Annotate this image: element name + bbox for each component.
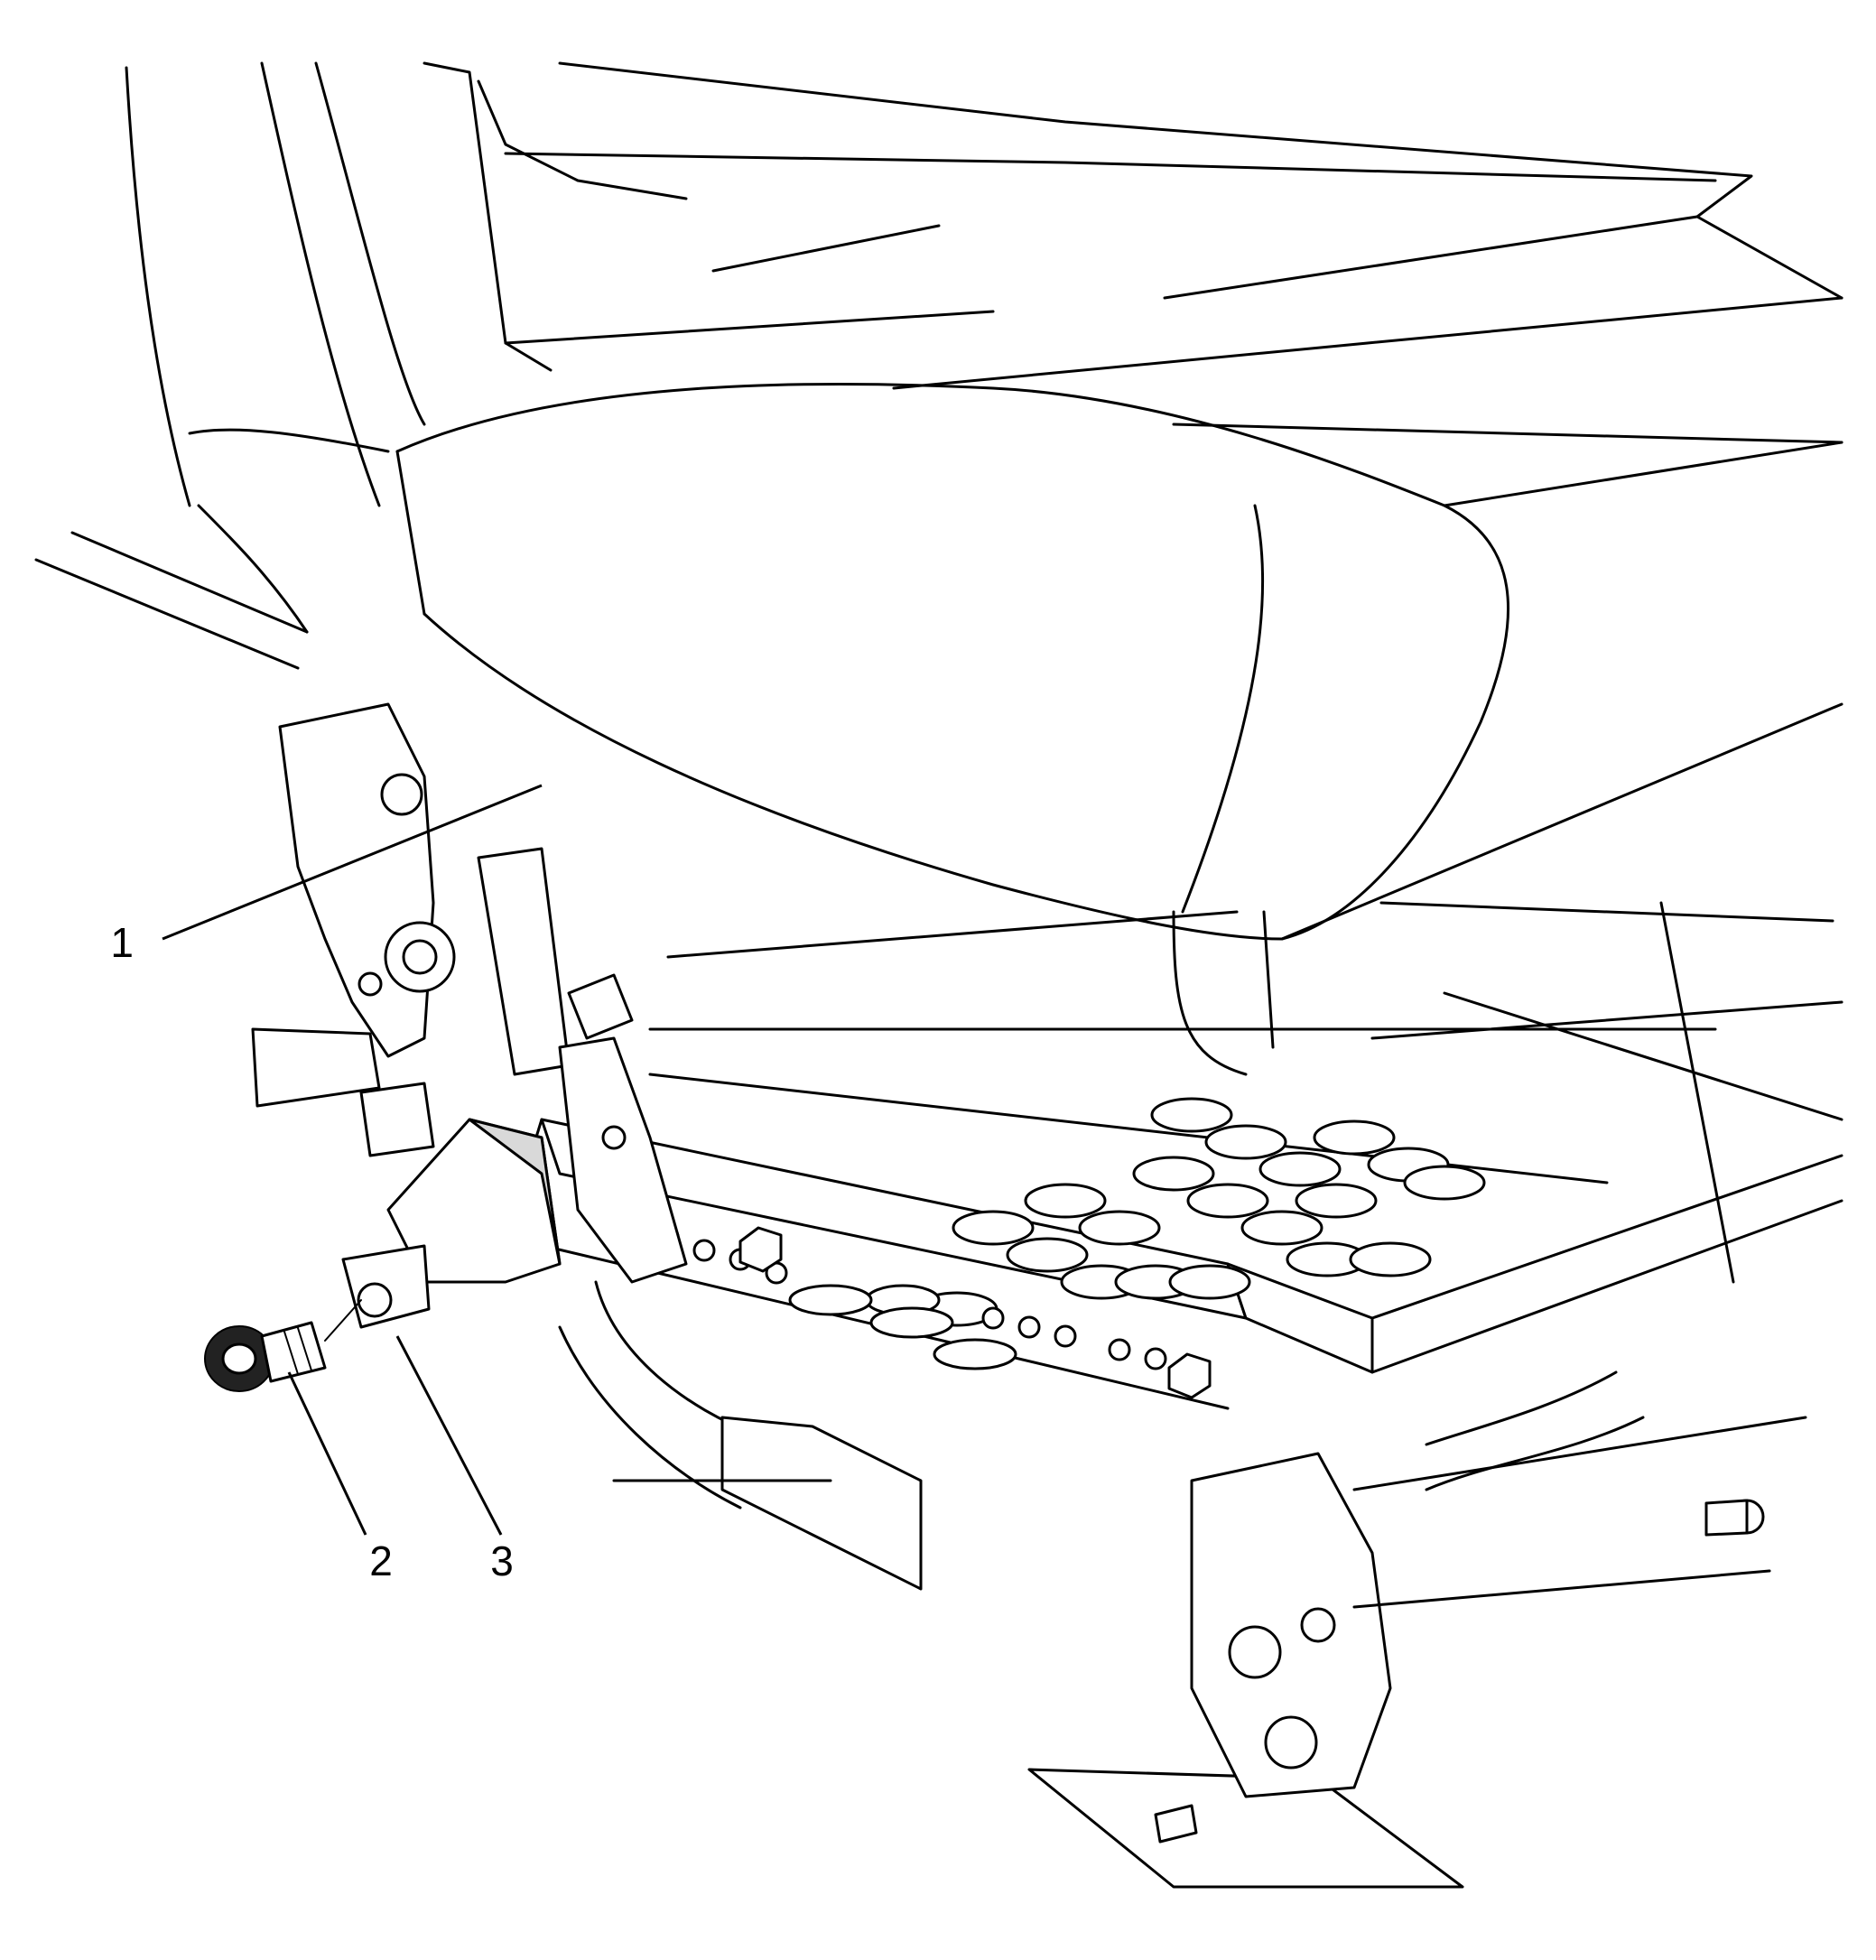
seat-belt-buckle — [251, 1027, 688, 1329]
leader-line-1 — [162, 784, 543, 941]
seat-back — [125, 61, 688, 634]
seat-frame — [34, 531, 1843, 1410]
buckle-bolt — [204, 1299, 362, 1392]
frame-nuts — [738, 1226, 1212, 1399]
leader-line-3 — [395, 1335, 503, 1536]
seat-cushion — [395, 61, 1843, 1076]
seat-track — [558, 1280, 1807, 1889]
callout-2: 2 — [369, 1537, 393, 1584]
seat-pan-holes — [865, 1097, 1486, 1327]
callout-3: 3 — [490, 1537, 514, 1584]
leader-lines — [162, 784, 543, 1536]
leader-line-2 — [287, 1371, 367, 1536]
callout-1: 1 — [110, 919, 134, 966]
callouts: 1 2 3 — [110, 919, 513, 1584]
recliner-bracket — [278, 702, 634, 1076]
